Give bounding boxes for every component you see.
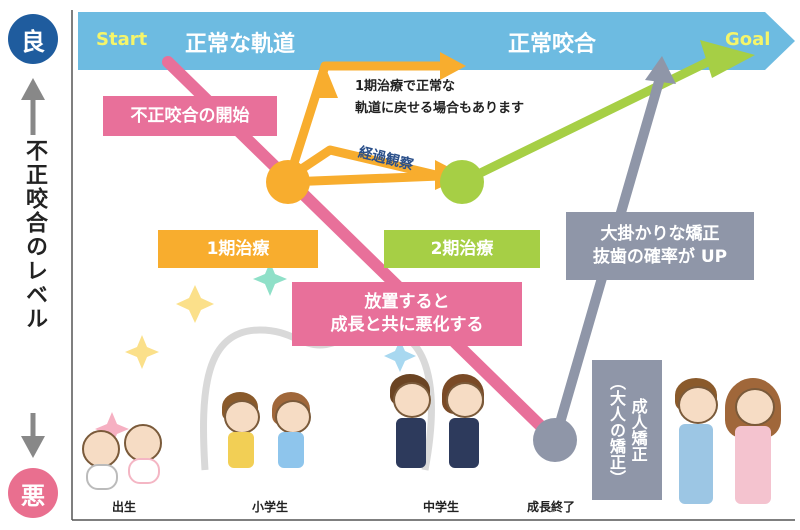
age-junior-high: 中学生	[423, 500, 460, 514]
jh-girl-body	[449, 418, 479, 468]
major-line1: 大掛かりな矯正	[600, 224, 720, 245]
phase1-label: 1期治療	[206, 238, 270, 259]
elem-boy-body	[228, 432, 254, 468]
normal-path-label: 正常な軌道	[185, 32, 296, 57]
baby-1-head	[82, 430, 120, 468]
neglect-line1: 放置すると	[364, 292, 450, 313]
phase1-observe-line-base	[287, 171, 441, 187]
phase2-box: 2期治療	[384, 230, 540, 268]
phase2-node	[440, 160, 484, 204]
axis-label: 不正咬合のレベル	[18, 135, 50, 413]
elem-girl-body	[278, 432, 304, 468]
phase1-box: 1期治療	[158, 230, 318, 268]
sparkle-4	[95, 412, 129, 446]
adult-man-body	[679, 424, 713, 504]
sparkle-5	[384, 340, 416, 372]
elem-girl-head	[275, 400, 311, 434]
adult-treatment-box: 成人矯正 （大人の矯正）	[592, 360, 662, 500]
growth-end-node	[533, 418, 577, 462]
malocclusion-start-label: 不正咬合の開始	[130, 105, 250, 126]
adult-man-head	[678, 386, 718, 424]
note-line1: 1期治療で正常な	[355, 79, 456, 94]
elem-boy-head	[224, 400, 260, 434]
level-bad-label: 悪	[21, 481, 45, 510]
note-box: 1期治療で正常な 軌道に戻せる場合もあります	[355, 76, 524, 120]
level-good-label: 良	[21, 27, 45, 56]
start-label: Start	[96, 29, 148, 50]
level-good-badge: 良	[8, 14, 58, 64]
jh-girl-head	[446, 382, 484, 418]
jh-boy-body	[396, 418, 426, 468]
level-bad-badge: 悪	[8, 468, 58, 518]
normal-path-banner	[78, 12, 795, 70]
axis-arrow-up-head	[21, 78, 45, 100]
phase1-node	[266, 160, 310, 204]
sparkle-1	[176, 285, 214, 323]
phase1-up-arrowhead	[440, 52, 466, 80]
age-growth-end: 成長終了	[527, 500, 576, 514]
baby-2-body	[128, 458, 160, 484]
goal-label: Goal	[725, 29, 771, 50]
major-line2: 抜歯の確率が UP	[592, 247, 728, 267]
sparkle-2	[253, 262, 287, 296]
major-treatment-box: 大掛かりな矯正 抜歯の確率が UP	[566, 212, 754, 280]
normal-bite-label: 正常咬合	[508, 32, 597, 57]
malocclusion-start-box: 不正咬合の開始	[103, 96, 277, 136]
adult-arrowhead	[645, 56, 676, 84]
adult-woman-body	[735, 426, 771, 504]
age-elementary: 小学生	[252, 500, 289, 514]
note-line2: 軌道に戻せる場合もあります	[355, 101, 525, 117]
baby-2-head	[124, 424, 162, 462]
neglect-line2: 成長と共に悪化する	[330, 315, 484, 335]
neglect-box: 放置すると 成長と共に悪化する	[292, 282, 522, 346]
age-birth: 出生	[112, 500, 137, 514]
phase2-label: 2期治療	[430, 238, 494, 259]
phase2-line	[460, 51, 722, 187]
baby-1-body	[86, 464, 118, 490]
phase2-arrowhead	[700, 40, 755, 78]
jh-boy-head	[393, 382, 431, 418]
sparkle-3	[125, 335, 159, 369]
phase1-rise-arrowhead	[312, 66, 338, 98]
axis-arrow-down-head	[21, 436, 45, 458]
adult-woman-head	[735, 388, 775, 426]
